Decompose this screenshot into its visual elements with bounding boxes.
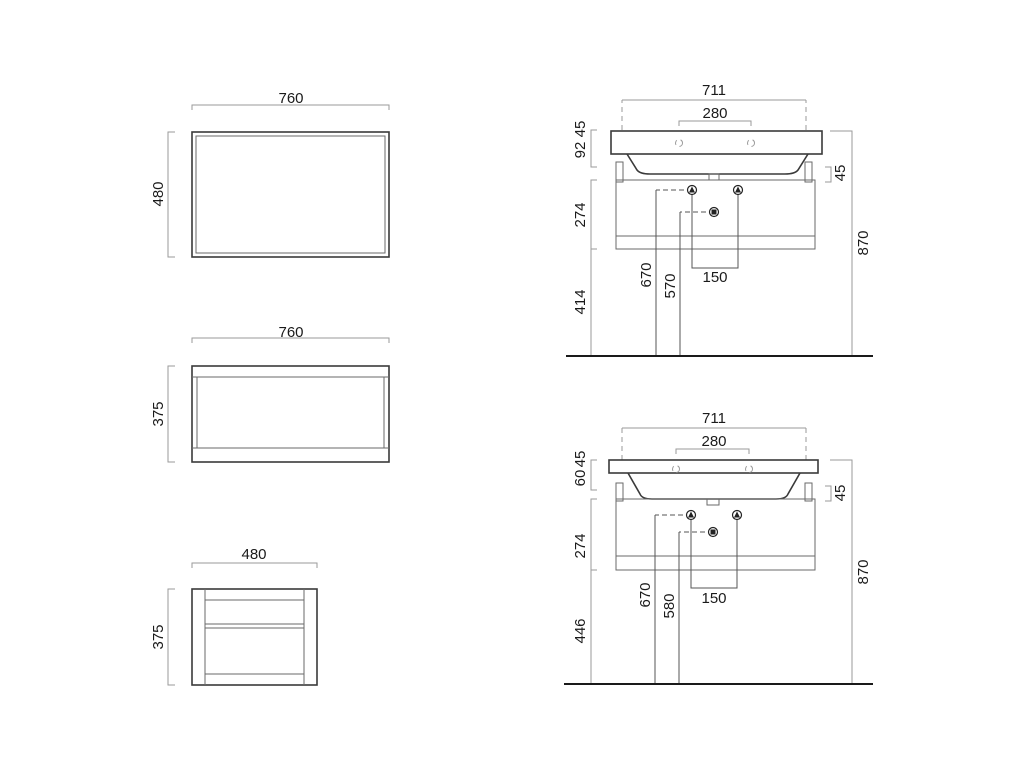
elevation-a-floor-to-cabinet-label: 414 <box>572 289 589 314</box>
elevation-b-basin-width-label: 711 <box>702 410 726 427</box>
elevation-a-tap-hole-left <box>675 139 683 147</box>
elevation-a-drain-symbol <box>711 209 717 215</box>
elevation-a-cabinet-height-dimension <box>590 179 597 250</box>
elevation-b-supply-height-label: 670 <box>637 582 654 607</box>
top-view-depth-label: 480 <box>150 181 167 206</box>
elevation-b-drain-symbol <box>710 529 716 535</box>
elevation-b-tap-spacing-label: 280 <box>701 433 726 450</box>
side-view-height-label: 375 <box>150 624 167 649</box>
elevation-a-basin-depth-label: 92 <box>572 142 589 159</box>
elevation-a-basin-width-label: 711 <box>702 82 726 99</box>
top-view-width-label: 760 <box>278 90 303 107</box>
elevation-b-bracket-dimension <box>825 485 832 502</box>
elevation-b-rim-label: 45 <box>572 451 589 468</box>
top-view-width-dimension <box>191 104 390 110</box>
side-view-height-dimension <box>167 588 175 686</box>
side-view: 480 375 <box>150 546 318 686</box>
elevation-b-basin-rim <box>608 459 819 474</box>
elevation-a-drain-height-label: 570 <box>662 273 679 298</box>
elevation-b-cabinet-height-dimension <box>590 498 597 571</box>
elevation-a-bracket-label: 45 <box>832 165 849 182</box>
top-view: 760 480 <box>150 90 390 258</box>
elevation-a-supply-height-label: 670 <box>638 262 655 287</box>
elevation-b-drain <box>706 498 720 506</box>
elevation-a-overall-height-dimension <box>830 130 853 356</box>
front-view-width-dimension <box>191 337 390 343</box>
elevation-a-basin-depth-dimension <box>590 129 597 168</box>
elevation-a-supply-spacing-label: 150 <box>702 269 727 286</box>
elevation-a-basin-rim <box>610 130 823 155</box>
elevation-a-rim-label: 45 <box>572 121 589 138</box>
elevation-b-floor-to-cabinet-label: 446 <box>572 618 589 643</box>
elevation-b-tap-hole-left <box>672 465 680 473</box>
front-view-height-label: 375 <box>150 401 167 426</box>
elevation-b-bracket-left <box>615 482 624 502</box>
elevation-a-supply-symbol-left <box>689 186 695 193</box>
front-view-height-dimension <box>167 365 175 463</box>
elevation-a-cabinet <box>615 179 816 250</box>
elevation-a-bracket-dimension <box>825 166 832 183</box>
front-view-outline <box>191 365 390 463</box>
elevation-b-bracket-right <box>804 482 813 502</box>
elevation-a-drain <box>708 173 720 181</box>
elevation-a-tap-hole-right <box>747 139 755 147</box>
elevation-a-bracket-right <box>804 161 813 183</box>
side-view-width-dimension <box>191 562 318 568</box>
elevation-b-basin-depth-label: 60 <box>572 470 589 487</box>
side-view-width-label: 480 <box>241 546 266 563</box>
elevation-b-supply-spacing-label: 150 <box>701 590 726 607</box>
elevation-b-cabinet-height-label: 274 <box>572 533 589 558</box>
elevation-a-basin-bowl <box>626 153 809 175</box>
elevation-b-overall-height-label: 870 <box>855 559 872 584</box>
elevation-b-cabinet <box>615 498 816 571</box>
elevation-a-supply-symbol-right <box>735 186 741 193</box>
elevation-b-drain-height-label: 580 <box>661 593 678 618</box>
front-view: 760 375 <box>150 324 390 463</box>
elevation-b-overall-height-dimension <box>830 459 853 684</box>
elevation-a-cabinet-height-label: 274 <box>572 202 589 227</box>
top-view-inner-outline <box>195 135 386 254</box>
elevation-a-bracket-left <box>615 161 624 183</box>
elevation-a-overall-height-label: 870 <box>855 230 872 255</box>
elevation-a: 711 280 92 45 274 414 45 870 670 <box>566 82 873 357</box>
elevation-b-basin-bowl <box>627 472 801 500</box>
elevation-a-supply-spacing-dimension <box>691 195 739 269</box>
elevation-b-supply-symbol-left <box>688 511 694 518</box>
side-view-outline <box>191 588 318 686</box>
elevation-b-basin-depth-dimension <box>590 459 597 491</box>
front-view-width-label: 760 <box>278 324 303 341</box>
elevation-b-supply-symbol-right <box>734 511 740 518</box>
elevation-b-tap-hole-right <box>745 465 753 473</box>
elevation-b-bracket-label: 45 <box>832 485 849 502</box>
elevation-b-tap-spacing-dimension <box>675 448 750 454</box>
top-view-outline <box>191 131 390 258</box>
elevation-a-tap-spacing-dimension <box>678 120 752 126</box>
elevation-b: 711 280 60 45 274 446 45 870 670 580 <box>564 410 873 685</box>
top-view-depth-dimension <box>167 131 175 258</box>
elevation-b-supply-spacing-dimension <box>690 520 738 589</box>
elevation-a-tap-spacing-label: 280 <box>702 105 727 122</box>
